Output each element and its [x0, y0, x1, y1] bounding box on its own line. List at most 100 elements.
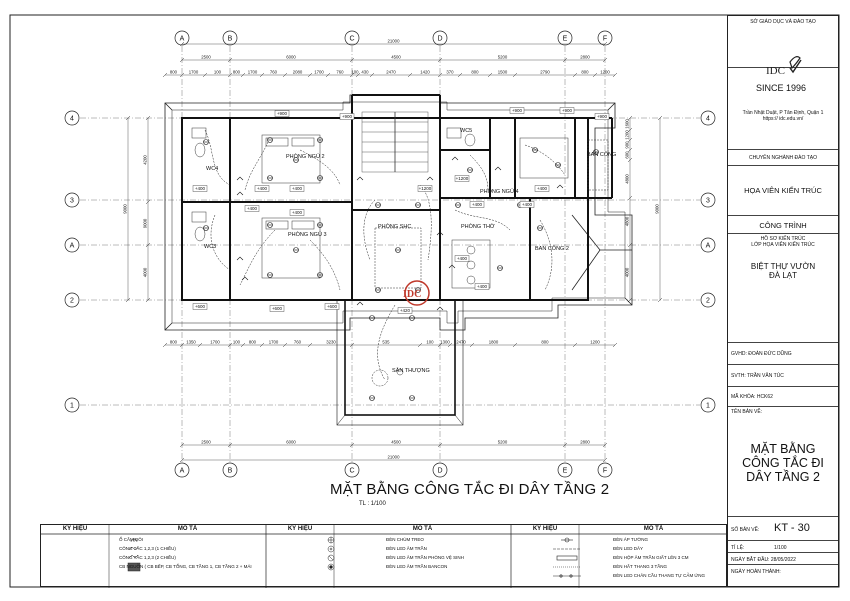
ceiling-light-icon	[455, 202, 461, 208]
grid-bubble-col: C	[344, 462, 360, 478]
outlet-height-tag: +400	[534, 185, 550, 192]
wiring-paths	[204, 129, 566, 381]
svg-text:9000: 9000	[655, 204, 660, 214]
grid-bubble-row: A	[64, 237, 80, 253]
ceiling-light-icon	[555, 162, 561, 168]
svg-text:2: 2	[706, 298, 710, 305]
switch-icon	[448, 264, 456, 269]
svg-text:+600: +600	[195, 304, 206, 309]
room-balcony2-label: BAN CÔNG 2	[535, 245, 569, 252]
switch-icon	[436, 306, 444, 311]
svg-text:+900: +900	[277, 111, 288, 116]
legend-item: CÔNG TẮC 1,2,3 (1 CHIỀU)	[119, 546, 176, 551]
svg-text:1420: 1420	[420, 70, 430, 75]
furniture	[191, 127, 609, 387]
grid-bubble-col: A	[174, 462, 190, 478]
tb-sheet: SỐ BẢN VẼ: KT - 30	[728, 517, 838, 541]
roof-outline	[164, 94, 633, 331]
sheet-border	[9, 14, 840, 588]
room-wc3-label: WC3	[204, 244, 216, 250]
svg-text:E: E	[563, 36, 568, 43]
outlet-height-tag: +900	[274, 110, 290, 117]
legend-item: ĐÈN CHÙM TREO	[386, 537, 424, 542]
ceiling-light-icon	[415, 202, 421, 208]
svg-text:A: A	[706, 243, 711, 250]
ceiling-light-icon	[317, 175, 323, 181]
svg-text:B: B	[228, 468, 233, 475]
ceiling-light-icon	[317, 272, 323, 278]
svg-text:2470: 2470	[456, 340, 466, 345]
svg-text:1300: 1300	[440, 340, 450, 345]
svg-text:+900: +900	[342, 114, 353, 119]
room-bedroom3-label: PHÒNG NGỦ 3	[288, 231, 327, 238]
drawing-title: MẶT BẰNG CÔNG TẮC ĐI DÂY TẦNG 2	[330, 481, 610, 498]
svg-text:+400: +400	[472, 202, 483, 207]
svg-text:E: E	[563, 468, 568, 475]
tb-program-name: HỌA VIÊN KIẾN TRÚC	[728, 166, 838, 216]
svg-text:+900: +900	[512, 108, 523, 113]
svg-text:1200: 1200	[625, 130, 630, 140]
svg-text:430: 430	[361, 70, 369, 75]
title-block: SỞ GIÁO DỤC VÀ ĐÀO TẠO IDC SINCE 1996 Tr…	[727, 15, 839, 587]
switch-icon	[436, 231, 444, 236]
svg-text:2: 2	[70, 298, 74, 305]
svg-text:A: A	[180, 36, 185, 43]
room-common-label: PHÒNG SHC	[378, 223, 411, 230]
staircase	[361, 111, 429, 173]
ceiling-light-icon	[267, 175, 273, 181]
svg-text:2800: 2800	[580, 55, 590, 60]
svg-text:C: C	[349, 468, 354, 475]
svg-text:+1200: +1200	[456, 176, 469, 181]
outlet-height-tag: +400	[289, 185, 305, 192]
ceiling-light-icon	[267, 137, 273, 143]
switch-icon	[236, 191, 244, 196]
tb-course: MÃ KHÓA: HCK62	[728, 387, 838, 407]
svg-text:9000: 9000	[143, 218, 148, 228]
grid-bubble-col: C	[344, 30, 360, 46]
svg-text:+600: +600	[272, 306, 283, 311]
ceiling-light-icon	[369, 315, 375, 321]
svg-text:2500: 2500	[201, 55, 211, 60]
grid-bubble-col: E	[557, 462, 573, 478]
svg-text:F: F	[603, 36, 607, 43]
legend-item: CÔNG TẮC 1,2,3 (2 CHIỀU)	[119, 555, 176, 560]
ceiling-light-icon	[203, 139, 209, 145]
grid-bubble-col: B	[222, 30, 238, 46]
svg-text:1700: 1700	[269, 340, 279, 345]
terrace-outline	[336, 299, 464, 426]
grid-bubble-col: F	[597, 462, 613, 478]
svg-text:1: 1	[706, 403, 710, 410]
walls	[181, 94, 613, 301]
outlet-height-tag: +400	[469, 201, 485, 208]
outlet-height-tag: +600	[269, 305, 285, 312]
svg-text:+400: +400	[292, 186, 303, 191]
ceiling-light-icon	[593, 149, 599, 155]
legend-item: ĐÈN HỘP ÂM TRẦN GIẤT LÊN 3 CM	[613, 555, 689, 560]
svg-text:4000: 4000	[143, 267, 148, 277]
svg-text:3: 3	[70, 198, 74, 205]
room-bedroom4-label: PHÒNG NGỦ 4	[480, 188, 519, 195]
outlet-height-tag: +400	[254, 185, 270, 192]
svg-text:100: 100	[214, 70, 222, 75]
legend-head-desc-2: MÔ TẢ	[412, 526, 433, 532]
tb-project-name: BIỆT THỰ VƯỜN	[750, 262, 816, 271]
grid-bubble-col: B	[222, 462, 238, 478]
legend-item: Ổ CẮM ĐÔI	[119, 537, 144, 542]
grid-bubble-row: 1	[64, 397, 80, 413]
grid-bubble-row: 4	[700, 110, 716, 126]
ceiling-light-icon	[532, 147, 538, 153]
outlet-height-tag: +900	[339, 113, 355, 120]
svg-text:600: 600	[625, 151, 630, 159]
tb-finish: NGÀY HOÀN THÀNH:	[731, 569, 781, 575]
svg-text:1200: 1200	[590, 340, 600, 345]
switch-icon	[494, 166, 502, 171]
svg-text:+1200: +1200	[419, 186, 432, 191]
svg-text:6000: 6000	[286, 55, 296, 60]
tb-school: SỞ GIÁO DỤC VÀ ĐÀO TẠO	[750, 19, 816, 25]
ceiling-light-icon	[267, 222, 273, 228]
outlet-height-tag: +900	[559, 107, 575, 114]
ceiling-light-icon	[375, 202, 381, 208]
